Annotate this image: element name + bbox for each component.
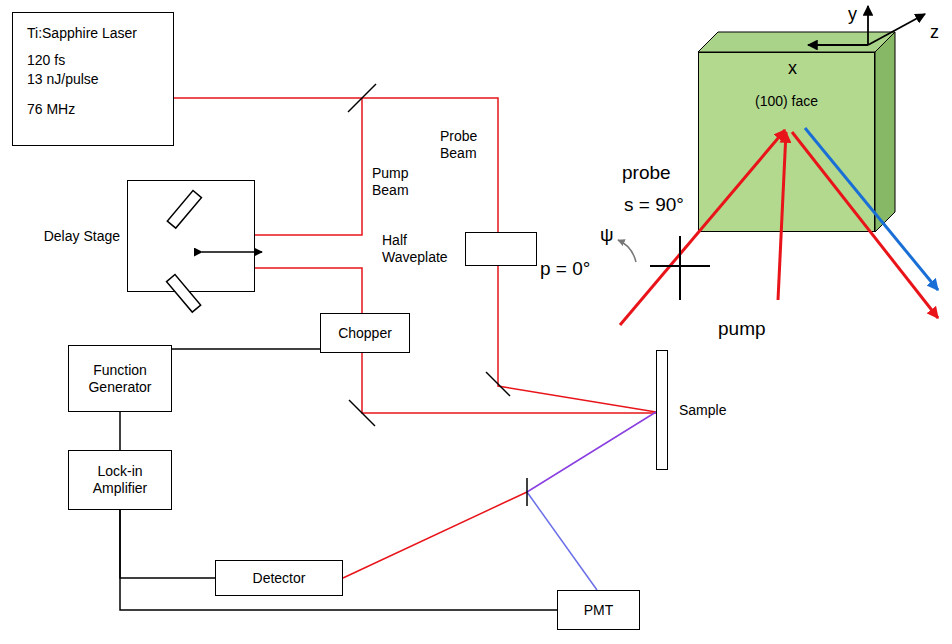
half-waveplate: Half Waveplate (465, 232, 537, 266)
beam-path (174, 98, 656, 578)
node-label: Lock-in Amplifier (75, 463, 165, 497)
shg-beam (527, 492, 597, 590)
chopper-box: Chopper (320, 313, 410, 353)
axis-label: y (848, 4, 857, 26)
node-label: (100) face (755, 93, 818, 110)
axes (808, 6, 925, 45)
beam-label: probe (622, 162, 671, 185)
angle-label: ψ (600, 224, 614, 247)
pmt-box: PMT (557, 590, 640, 630)
shg-beam (805, 128, 938, 290)
pump-beam (778, 132, 786, 300)
beam-label: pump (718, 318, 766, 341)
node-label: Detector (253, 570, 306, 587)
sample-plate: Sample (656, 350, 668, 470)
mirror (348, 84, 527, 506)
node-spec: 120 fs (27, 52, 65, 69)
delay-stage-mirrors (167, 190, 202, 312)
beam-label: Pump Beam (372, 165, 422, 199)
signal-wire (172, 348, 320, 350)
probe-beam (620, 130, 785, 325)
node-label: Delay Stage (44, 228, 120, 245)
polarization-label: s = 90° (624, 194, 684, 217)
node-label: Chopper (338, 325, 392, 342)
function-generator: Function Generator (68, 345, 172, 412)
axis-label: z (930, 22, 939, 44)
stage-travel-arrow (202, 251, 262, 253)
beam-label: Probe Beam (440, 128, 490, 162)
reflected-beam (792, 132, 938, 318)
polarization-label: p = 0° (540, 258, 590, 281)
node-label: Ti:Sapphire Laser (27, 25, 137, 42)
node-spec: 13 nJ/pulse (27, 71, 99, 88)
lock-in-amplifier: Lock-in Amplifier (68, 450, 172, 510)
signal-wire (120, 510, 215, 578)
laser-box: Ti:Sapphire Laser 120 fs 13 nJ/pulse 76 MHz (12, 12, 174, 146)
cube-side (875, 32, 895, 232)
cube-top (698, 32, 895, 52)
signal-wire (120, 510, 557, 610)
angle-arrow (618, 240, 636, 262)
node-label: Function Generator (75, 362, 165, 396)
signal-wire (119, 412, 121, 450)
node-label: Sample (679, 402, 726, 419)
node-label: PMT (584, 602, 614, 619)
polarization-cross (650, 236, 710, 300)
node-spec: 76 MHz (27, 101, 75, 118)
mixed-beam (527, 412, 656, 492)
axis-label: x (788, 58, 797, 80)
detector-box: Detector (215, 560, 343, 596)
node-label: Half Waveplate (382, 232, 458, 266)
